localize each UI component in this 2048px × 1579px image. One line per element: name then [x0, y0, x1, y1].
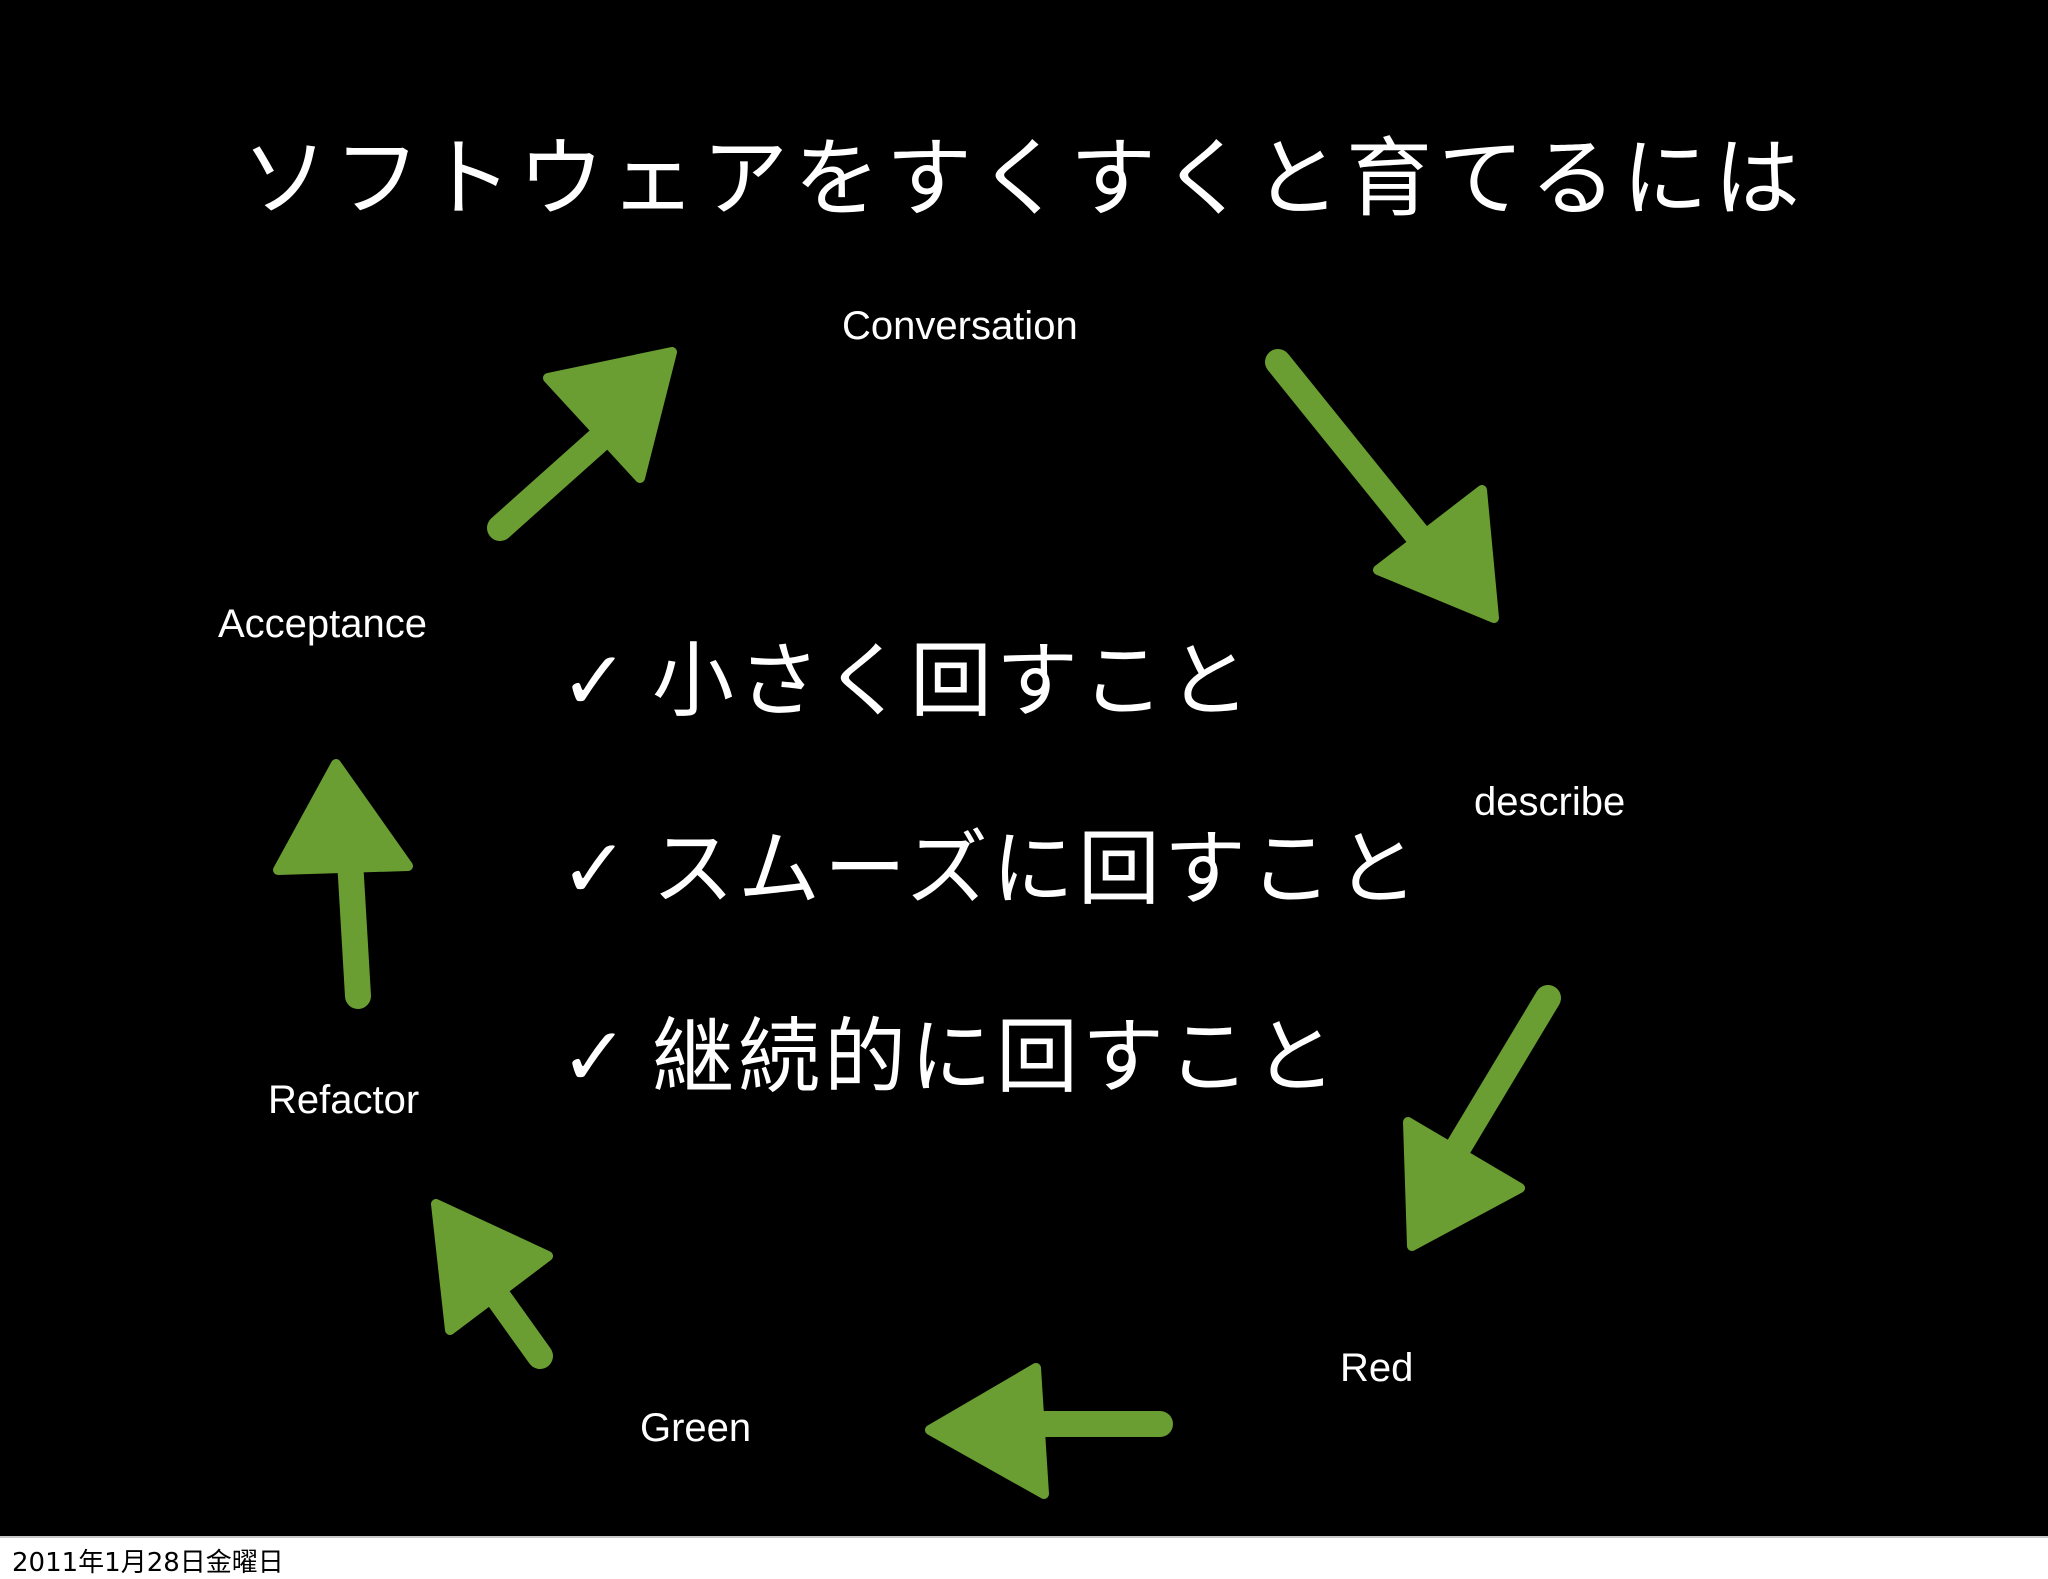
arrow-red-to-green-icon: [925, 1363, 1173, 1499]
label-refactor: Refactor: [268, 1078, 420, 1122]
bullet-text: 継続的に回すこと: [652, 1010, 1341, 1105]
slide: ソフトウェアをすくすくと育てるには: [0, 0, 2048, 1536]
footer-bar: 2011年1月28日金曜日: [0, 1536, 2048, 1578]
arrow-green-to-refactor-icon: [431, 1199, 553, 1369]
check-icon: ✓: [560, 634, 633, 729]
label-green: Green: [640, 1406, 752, 1450]
arrow-refactor-to-acceptance-icon: [273, 759, 413, 1009]
slide-title: ソフトウェアをすくすくと育てるには: [242, 129, 1806, 229]
label-red: Red: [1340, 1346, 1414, 1390]
footer-date: 2011年1月28日金曜日: [12, 1548, 284, 1578]
cycle-arrows: [273, 347, 1561, 1499]
arrow-conversation-to-describe-icon: [1265, 349, 1499, 623]
label-acceptance: Acceptance: [218, 602, 428, 646]
arrow-describe-to-red-icon: [1403, 985, 1561, 1251]
bullet-item-1: ✓小さく回すこと: [560, 614, 1254, 733]
bullet-item-3: ✓継続的に回すこと: [560, 990, 1340, 1109]
bullet-text: 小さく回すこと: [652, 634, 1255, 729]
arrow-acceptance-to-conversation-icon: [487, 347, 677, 541]
label-conversation: Conversation: [842, 304, 1078, 348]
bullet-item-2: ✓スムーズに回すこと: [560, 802, 1422, 921]
check-icon: ✓: [560, 1010, 633, 1105]
check-icon: ✓: [560, 822, 633, 917]
bullet-text: スムーズに回すこと: [652, 822, 1422, 917]
label-describe: describe: [1474, 780, 1626, 824]
